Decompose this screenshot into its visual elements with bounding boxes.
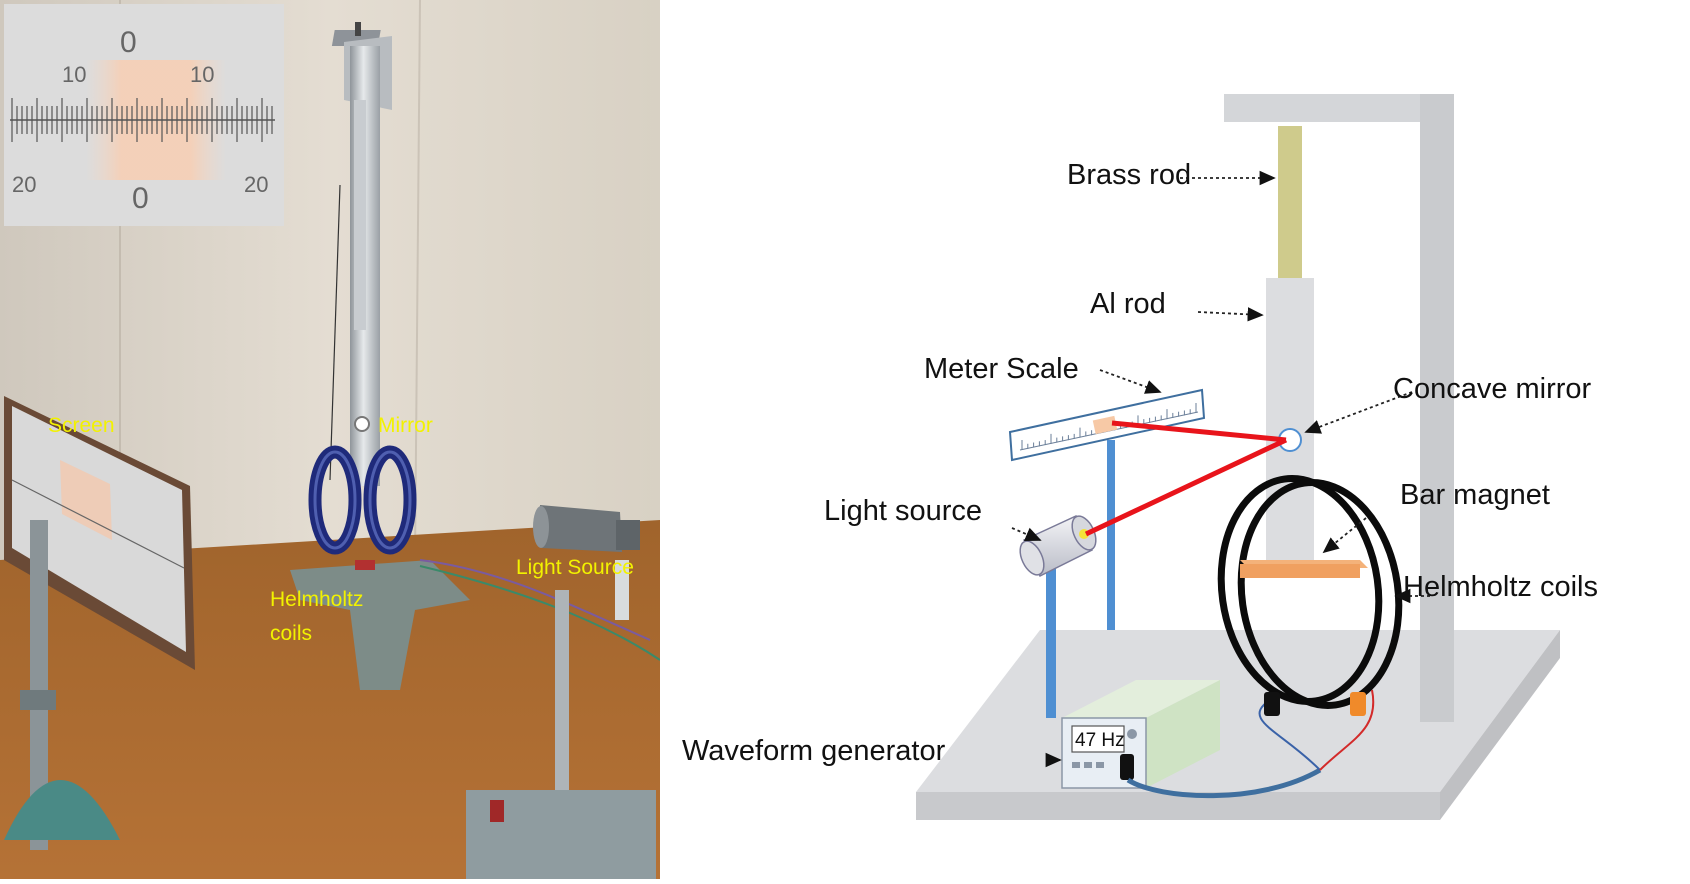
inset-top-right: 10 [190, 62, 214, 87]
inset-bottom-center: 0 [132, 182, 149, 215]
reflected-beam [1111, 420, 1287, 443]
mirror-dot [354, 416, 370, 432]
inset-bottom-left: 20 [12, 172, 36, 197]
waveform-generator: 47 Hz [1061, 680, 1220, 789]
inset-top-left: 10 [62, 62, 86, 87]
inset-bottom-right: 20 [244, 172, 268, 197]
orange-terminal [1350, 692, 1366, 716]
label-meter-scale: Meter Scale [924, 353, 1079, 385]
apparatus-schematic: 47 Hz Brass rod Al rod Meter Scale Conca… [660, 0, 1690, 879]
helmholtz-coils [1217, 475, 1403, 709]
meter-scale-pole [1107, 440, 1115, 630]
brass-rod [1278, 126, 1302, 278]
photo-label-mirror: Mirror [378, 414, 433, 437]
photo-light-source [466, 505, 656, 879]
generator-display: 47 Hz [1075, 730, 1125, 751]
label-waveform-generator: Waveform generator [682, 735, 946, 767]
label-bar-magnet: Bar magnet [1400, 479, 1550, 511]
inset-top-center: 0 [120, 26, 137, 59]
inset-scale-closeup: 10 0 10 20 0 20 [4, 4, 284, 226]
label-concave-mirror: Concave mirror [1393, 373, 1592, 405]
bar-magnet [1240, 564, 1360, 578]
schematic-diagram: 47 Hz Brass rod Al rod Meter Scale Conca… [682, 94, 1598, 820]
photo-screen [4, 396, 195, 850]
photo-illustration: 10 0 10 20 0 20 [0, 0, 661, 879]
stand-frame [1224, 94, 1454, 722]
label-al-rod: Al rod [1090, 288, 1166, 320]
wires [1126, 689, 1375, 799]
photo-helmholtz-coils [290, 445, 661, 690]
label-brass-rod: Brass rod [1067, 159, 1191, 191]
laser-beams [1084, 420, 1288, 537]
al-rod [1266, 278, 1314, 568]
meter-scale [1008, 388, 1206, 630]
photo-label-helmholtz-1: Helmholtz [270, 588, 363, 611]
label-helmholtz-coils: Helmholtz coils [1403, 571, 1598, 603]
apparatus-photo: 10 0 10 20 0 20 [0, 0, 661, 879]
stand-tube [329, 22, 392, 486]
photo-label-helmholtz-2: coils [270, 622, 312, 645]
light-source [1019, 515, 1097, 718]
photo-label-light-source: Light Source [516, 556, 634, 579]
photo-label-screen: Screen [48, 414, 115, 437]
incident-beam [1084, 437, 1288, 537]
light-source-pole [1046, 560, 1056, 718]
base-platform [916, 630, 1560, 820]
black-terminal [1264, 692, 1280, 716]
label-light-source: Light source [824, 495, 982, 527]
